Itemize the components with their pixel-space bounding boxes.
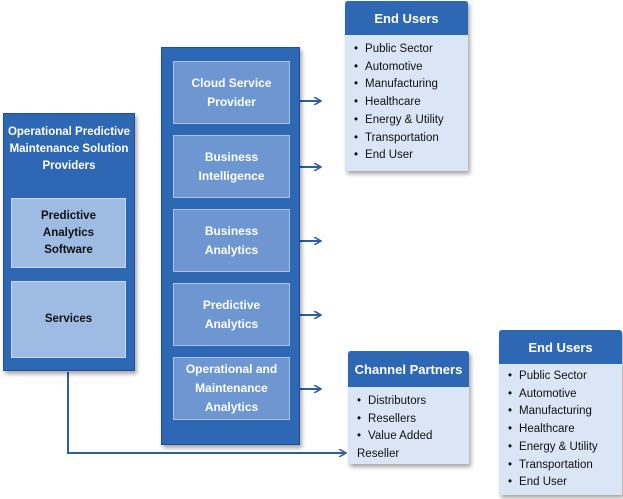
list-item: Manufacturing [354, 76, 444, 94]
list-item: Automotive [354, 59, 444, 77]
segment-cloud-service-provider: Cloud Service Provider [173, 61, 290, 124]
list-item: Public Sector [354, 41, 444, 59]
list-item: Manufacturing [508, 403, 598, 421]
end-users-title-bottom: End Users [499, 330, 622, 364]
end-users-title-top: End Users [345, 1, 468, 35]
predictive-analytics-software-box: Predictive Analytics Software [11, 198, 126, 268]
segment-operational-maintenance-analytics: Operational and Maintenance Analytics [173, 357, 290, 420]
list-item: Energy & Utility [354, 112, 444, 130]
segment-business-intelligence: Business Intelligence [173, 135, 290, 198]
arrow-services-to-channel [67, 372, 345, 453]
providers-title: Operational Predictive Maintenance Solut… [7, 126, 131, 172]
list-item: End User [508, 474, 598, 492]
list-item: Public Sector [508, 368, 598, 386]
list-item: Healthcare [508, 421, 598, 439]
end-users-list-top: Public Sector Automotive Manufacturing H… [354, 41, 444, 165]
list-item: Automotive [508, 386, 598, 404]
list-item: Value Added Reseller [357, 428, 469, 463]
end-users-card-bottom: End Users Public Sector Automotive Manuf… [499, 330, 622, 495]
list-item: Transportation [508, 457, 598, 475]
end-users-list-bottom: Public Sector Automotive Manufacturing H… [508, 368, 598, 492]
services-box: Services [11, 281, 126, 358]
list-item: Transportation [354, 130, 444, 148]
channel-partners-card: Channel Partners Distributors Resellers … [348, 351, 469, 464]
segment-predictive-analytics: Predictive Analytics [173, 283, 290, 346]
list-item: End User [354, 147, 444, 165]
list-item: Resellers [357, 411, 469, 429]
list-item: Healthcare [354, 94, 444, 112]
channel-partners-title: Channel Partners [348, 351, 469, 387]
segment-business-analytics: Business Analytics [173, 209, 290, 272]
list-item: Energy & Utility [508, 439, 598, 457]
end-users-card-top: End Users Public Sector Automotive Manuf… [345, 1, 468, 171]
list-item: Distributors [357, 393, 469, 411]
channel-partners-list: Distributors Resellers Value Added Resel… [357, 393, 469, 464]
